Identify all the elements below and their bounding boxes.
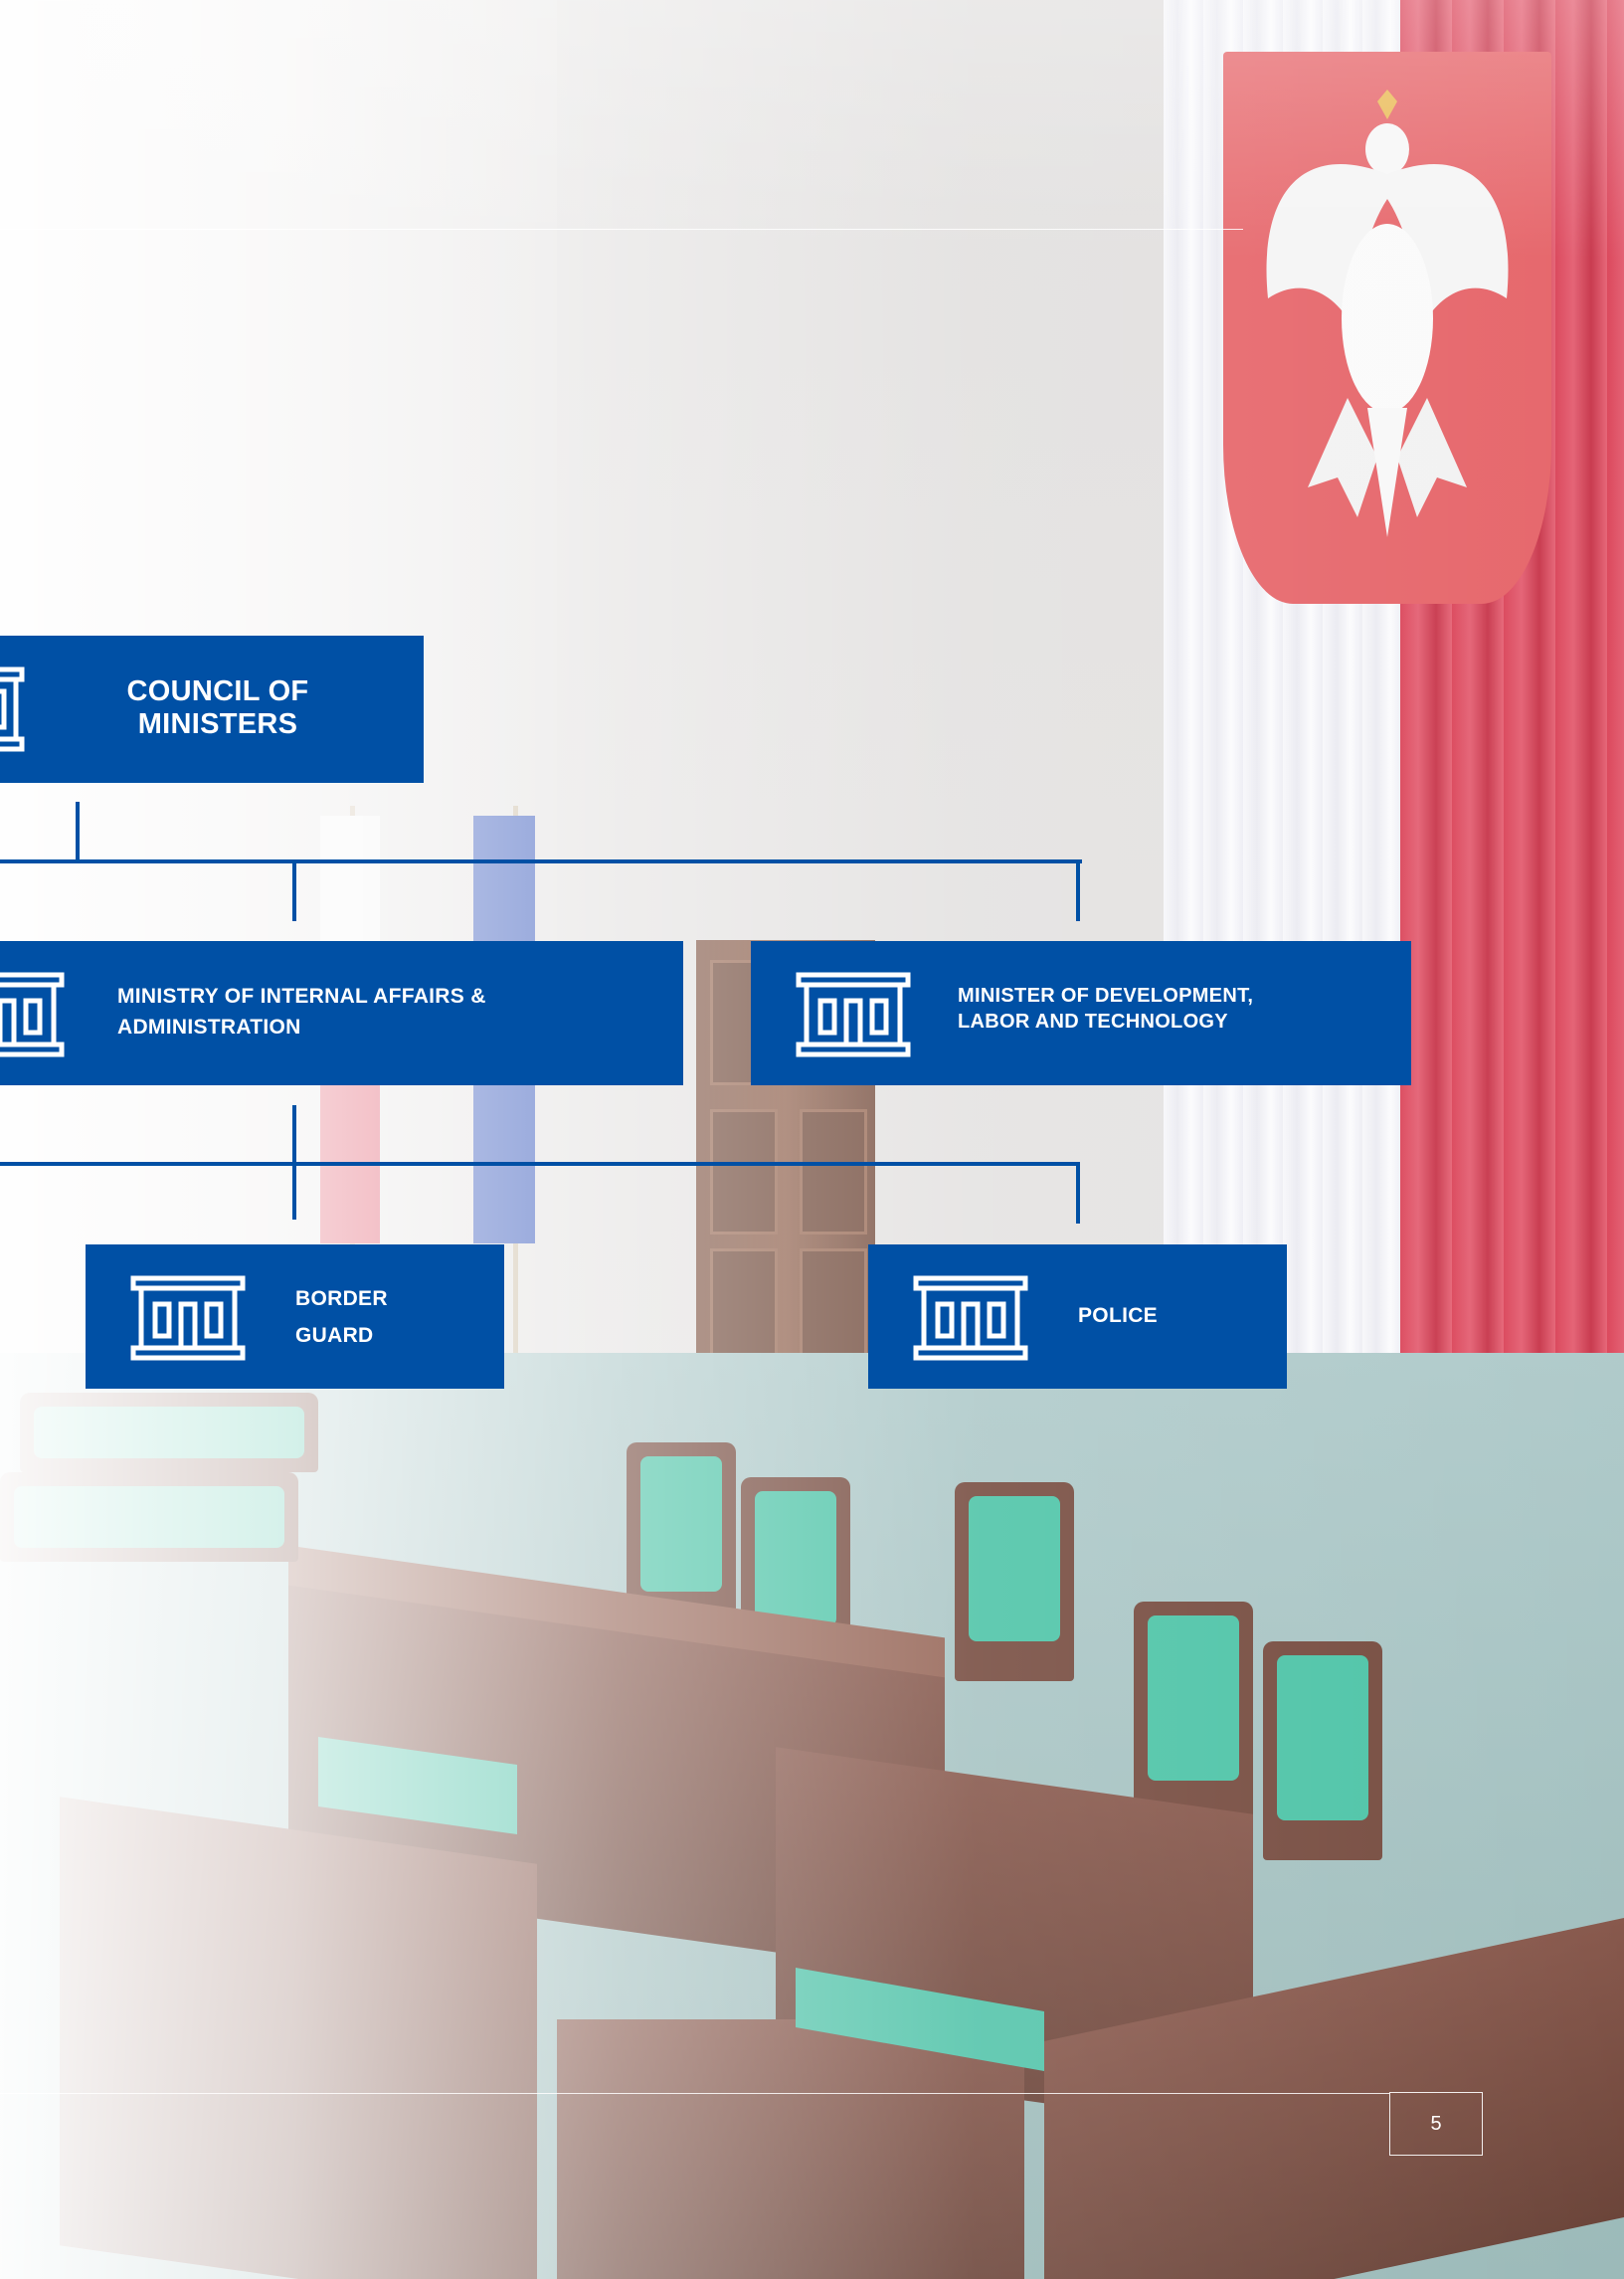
- connector-to-development: [1076, 859, 1080, 921]
- police-label: POLICE: [1078, 1304, 1158, 1327]
- minister-development-label-line1: MINISTER OF DEVELOPMENT,: [958, 985, 1254, 1007]
- footer-rule: [0, 2093, 1389, 2094]
- minister-development-label-line2: LABOR AND TECHNOLOGY: [958, 1011, 1228, 1033]
- connector-to-internal-affairs: [292, 859, 296, 921]
- ministry-internal-affairs-label-line2: ADMINISTRATION: [117, 1016, 301, 1039]
- ministry-internal-affairs-label-line1: MINISTRY OF INTERNAL AFFAIRS &: [117, 985, 486, 1008]
- government-building-icon: [796, 972, 911, 1057]
- police-box: POLICE: [868, 1244, 1287, 1389]
- government-building-icon: [0, 666, 25, 752]
- connector-to-police: [1076, 1162, 1080, 1224]
- minister-development-box: MINISTER OF DEVELOPMENT, LABOR AND TECHN…: [751, 941, 1411, 1085]
- connector-level3-bus: [0, 1162, 1080, 1166]
- border-guard-box: BORDER GUARD: [86, 1244, 504, 1389]
- header-rule: [0, 229, 1243, 230]
- page-number-box: 5: [1389, 2092, 1483, 2156]
- government-building-icon: [913, 1275, 1028, 1361]
- government-building-icon: [0, 972, 65, 1057]
- council-of-ministers-label-line1: COUNCIL OF: [126, 675, 309, 707]
- ministry-internal-affairs-box: MINISTRY OF INTERNAL AFFAIRS & ADMINISTR…: [0, 941, 683, 1085]
- border-guard-label-line2: GUARD: [295, 1324, 374, 1347]
- border-guard-label-line1: BORDER: [295, 1287, 388, 1310]
- page-number: 5: [1430, 2112, 1442, 2135]
- council-of-ministers-label-line2: MINISTERS: [137, 708, 298, 740]
- government-building-icon: [130, 1275, 246, 1361]
- connector-root-down: [76, 802, 80, 862]
- council-of-ministers-box: COUNCIL OF MINISTERS: [0, 636, 424, 783]
- connector-level2-bus: [0, 859, 1082, 863]
